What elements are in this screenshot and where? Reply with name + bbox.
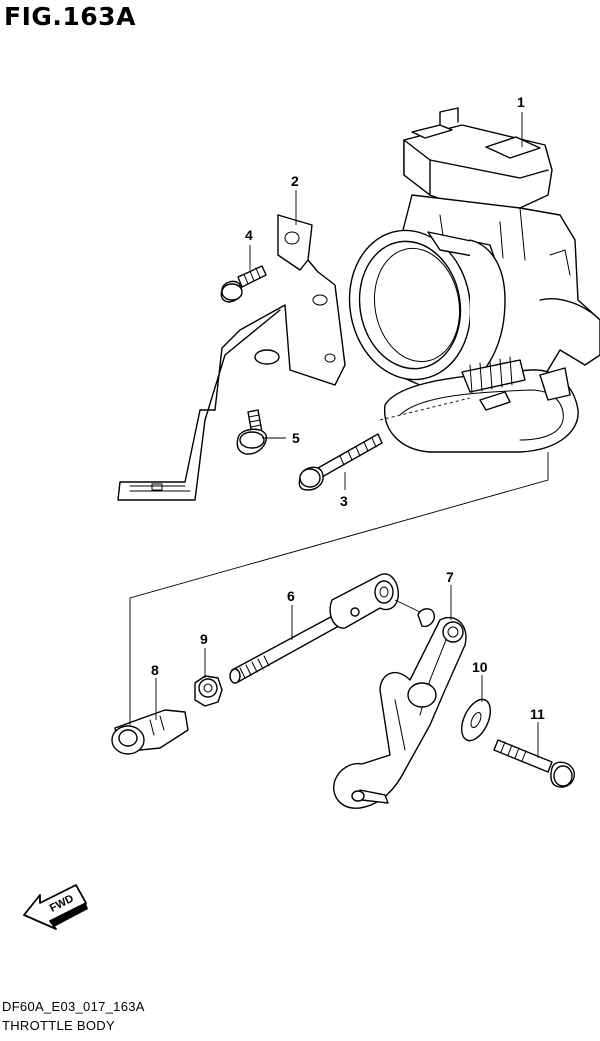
- washer-part-10[interactable]: [456, 695, 496, 745]
- callout-1: 1: [517, 94, 525, 110]
- linkage-rod-part-6[interactable]: [229, 573, 436, 684]
- callout-8: 8: [151, 662, 159, 678]
- callout-7: 7: [446, 569, 454, 585]
- callout-6: 6: [287, 588, 295, 604]
- figure-title: FIG.163A: [4, 2, 136, 31]
- callout-10: 10: [472, 659, 488, 675]
- callout-3: 3: [340, 493, 348, 509]
- ball-joint-part-8[interactable]: [111, 709, 189, 755]
- bolt-part-11[interactable]: [493, 739, 575, 788]
- diagram-code: DF60A_E03_017_163A: [2, 999, 145, 1014]
- leader-lines: [129, 112, 549, 758]
- bracket-part-2[interactable]: [117, 214, 346, 501]
- nut-part-9[interactable]: [194, 675, 223, 707]
- bolt-part-5[interactable]: [236, 409, 267, 455]
- long-bolt-part-3[interactable]: [298, 433, 383, 491]
- bolt-part-4[interactable]: [220, 265, 267, 303]
- lever-part-7[interactable]: [333, 617, 467, 809]
- callout-2: 2: [291, 173, 299, 189]
- callout-9: 9: [200, 631, 208, 647]
- callout-5: 5: [292, 430, 300, 446]
- throttle-body-part-1[interactable]: [338, 107, 600, 453]
- diagram-caption: THROTTLE BODY: [2, 1018, 115, 1033]
- callout-4: 4: [245, 227, 253, 243]
- callout-11: 11: [530, 706, 545, 722]
- fwd-arrow-icon: FWD: [23, 884, 88, 930]
- callout-labels: 1 2 3 4 5 6 7 8 9 10 11: [151, 94, 545, 722]
